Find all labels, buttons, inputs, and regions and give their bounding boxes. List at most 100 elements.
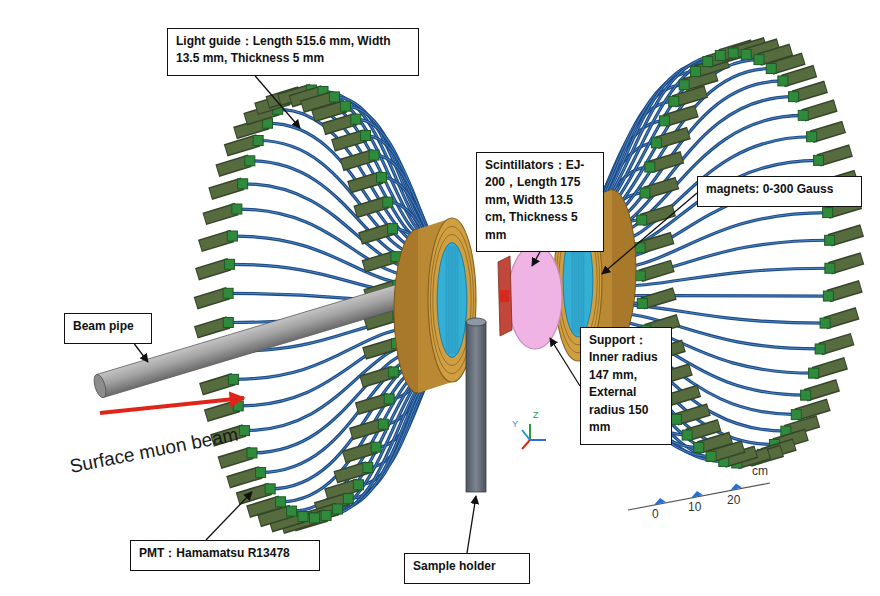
leader-lines — [134, 76, 697, 553]
pmt-body-face — [358, 400, 388, 409]
pmt-body-face — [644, 294, 674, 303]
pmt-base — [823, 291, 833, 301]
axis-triad — [522, 424, 546, 449]
callout-box: PMT：Hamamatsu R13478 — [130, 540, 320, 571]
scintillator-strip — [457, 246, 458, 354]
pmt-body-face — [642, 266, 672, 275]
pmt-base — [298, 512, 308, 522]
sample-holder-rod — [466, 322, 486, 492]
pmt-body-face — [678, 410, 708, 419]
pmt-base — [238, 179, 248, 189]
callout-text: Support：Inner radius 147 mm, External ra… — [589, 332, 663, 436]
light-guide-bundle — [562, 53, 830, 463]
pmt-base — [703, 57, 713, 67]
magnet-coil — [394, 218, 476, 393]
pmt-body-face — [207, 406, 237, 415]
pmt-body-face — [361, 229, 391, 238]
pmt-base — [645, 162, 655, 172]
light-guide-highlight — [334, 97, 444, 245]
axis-label: Y — [512, 419, 518, 429]
pmt-base — [377, 172, 387, 182]
beam-label: Surface muon beam — [68, 424, 240, 478]
callout-box: Light guide：Length 515.6 mm, Width 13.5 … — [167, 28, 419, 76]
pmt-base — [679, 80, 689, 90]
callout-text: Sample holder — [413, 558, 521, 575]
pmt-base — [659, 116, 669, 126]
pmt-base — [691, 66, 701, 76]
pmt-base — [360, 131, 370, 141]
scintillator-strip — [446, 246, 447, 354]
pmt-body-face — [362, 373, 392, 382]
pmt-base — [706, 451, 716, 461]
scintillator-strip — [450, 246, 451, 354]
pmt-body-face — [236, 124, 266, 133]
pmt-body-face — [689, 426, 719, 435]
pmt-body-face — [820, 151, 850, 160]
pmt-body-face — [201, 237, 231, 246]
pmt-base — [363, 463, 373, 473]
pmt-base — [389, 367, 399, 377]
pmt-base — [265, 484, 275, 494]
pmt-base — [329, 92, 339, 102]
pmt-body-face — [832, 231, 862, 240]
pmt-body-face — [805, 106, 835, 115]
pmt-body-face — [350, 178, 380, 187]
pmt-body-face — [773, 59, 803, 68]
pmt-base — [340, 101, 350, 111]
pmt-base — [728, 48, 738, 58]
light-guide — [334, 97, 444, 245]
pmt-base — [383, 197, 393, 207]
pmt-body-face — [830, 286, 860, 295]
scale-number: 20 — [727, 494, 740, 508]
pmt-body-face — [642, 238, 672, 247]
pmt-base — [287, 506, 297, 516]
pmt-base — [754, 55, 764, 65]
pmt-body-face — [327, 485, 357, 494]
pmt-base — [715, 50, 725, 60]
callout-text: magnets: 0-300 Gauss — [706, 181, 853, 198]
callout-text: Scintillators：EJ-200，Length 175 mm, Widt… — [485, 157, 595, 244]
pmt-base — [809, 368, 819, 378]
pmt-body-face — [798, 405, 828, 414]
pmt-base — [223, 318, 233, 328]
pmt-base — [682, 430, 692, 440]
pmt-base — [635, 271, 645, 281]
pmt-base — [815, 344, 825, 354]
pmt-body-face — [814, 127, 844, 136]
scale-number: 10 — [688, 501, 701, 515]
beam-pipe-end — [92, 373, 108, 399]
pmt-body-face — [197, 323, 227, 332]
pmt-base — [801, 390, 811, 400]
pmt-body-face — [211, 184, 241, 193]
callout-box: Sample holder — [404, 553, 530, 584]
pmt-body-face — [701, 438, 731, 447]
axis-x2 — [530, 439, 546, 441]
axis-label: Z — [533, 410, 539, 420]
pmt-body-face — [352, 425, 382, 434]
pmt-body-face — [652, 157, 682, 166]
pmt-base — [637, 298, 647, 308]
pmt-base — [228, 374, 238, 384]
pmt-base — [233, 401, 243, 411]
pmt-body-face — [220, 453, 250, 462]
coil-winding — [433, 234, 471, 365]
pmt-base — [223, 288, 233, 298]
pmt-base — [321, 510, 331, 520]
pmt-body-face — [816, 364, 846, 373]
scale-tick — [691, 491, 703, 498]
pmt-body-face — [343, 156, 373, 165]
beam-direction-arrow — [100, 398, 244, 413]
pmt-body-face — [666, 111, 696, 120]
pmt-base — [669, 96, 679, 106]
pmt-body-face — [336, 468, 366, 477]
pmt-body-face — [197, 294, 227, 303]
callout-text: Beam pipe — [73, 318, 143, 335]
pmt-base — [814, 155, 824, 165]
axis-x — [522, 440, 530, 449]
pmt-base — [332, 504, 342, 514]
pmt-body-face — [202, 380, 232, 389]
pmt-body-face — [334, 136, 364, 145]
pmt-base — [276, 497, 286, 507]
pmt-body-face — [822, 339, 852, 348]
pmt-body-face — [345, 448, 375, 457]
